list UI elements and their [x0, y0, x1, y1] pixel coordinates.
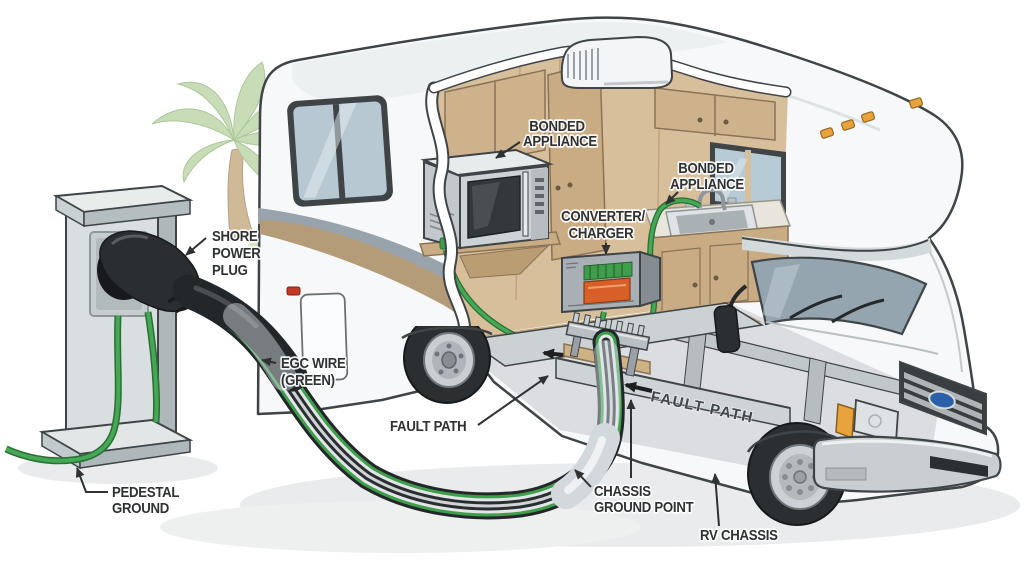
microwave — [418, 148, 562, 279]
label-chassis-ground-point: CHASSIS — [594, 482, 651, 499]
pedestal-ground-wire — [4, 311, 161, 465]
leader-bonded-microwave — [495, 141, 521, 159]
leader-bonded-sink — [665, 191, 679, 205]
label-chassis-ground-point: GROUND POINT — [594, 498, 694, 515]
label-egc-wire: (GREEN) — [281, 371, 335, 388]
label-shore-power-plug: POWER — [212, 244, 261, 261]
rear-wheel-arch — [401, 326, 493, 340]
label-bonded-appliance-sink: BONDED — [678, 159, 734, 176]
leader-fault-path — [477, 375, 549, 426]
brand-oval — [928, 390, 956, 410]
label-shore-power-plug: SHORE — [212, 227, 258, 244]
converter-display — [583, 277, 631, 305]
turn-signal — [835, 403, 855, 440]
leader-chassis-ground-1 — [574, 469, 592, 488]
cab-front — [713, 236, 1002, 493]
front-bumper — [812, 435, 1002, 493]
galley-window — [710, 142, 786, 214]
grille — [899, 360, 987, 436]
label-converter-charger: CONVERTER/ — [561, 207, 645, 224]
label-pedestal-ground: PEDESTAL — [112, 483, 180, 500]
cable-jacket — [172, 274, 308, 392]
label-bonded-appliance-microwave: BONDED — [529, 117, 585, 134]
leader-lines — [75, 141, 721, 527]
label-shore-power-plug: PLUG — [212, 261, 248, 278]
access-door — [299, 292, 349, 382]
label-fault-path: FAULT PATH — [390, 417, 467, 434]
leader-egc-wire — [261, 357, 277, 367]
wiper — [831, 298, 885, 324]
side-mirror — [713, 304, 741, 354]
clear-sheath — [223, 303, 297, 391]
cabover-marker-lights — [819, 97, 924, 139]
microwave-handle — [522, 171, 529, 237]
label-bonded-appliance-sink: APPLIANCE — [670, 175, 744, 192]
labels: BONDED APPLIANCE CONVERTER/ CHARGER BOND… — [110, 116, 779, 545]
leader-shore-plug — [185, 237, 207, 256]
label-egc-wire: EGC WIRE — [281, 354, 346, 371]
body-stripes — [258, 208, 499, 340]
label-bonded-appliance-microwave: APPLIANCE — [523, 132, 597, 149]
tail-marker-light — [286, 286, 301, 296]
wiper — [789, 294, 843, 320]
label-converter-charger: CHARGER — [569, 224, 634, 241]
roof-ac-unit — [560, 35, 674, 89]
fault-path-arrow-right — [624, 381, 653, 393]
leader-pedestal-ground — [75, 467, 108, 493]
rear-window — [287, 95, 393, 207]
label-rv-chassis: RV CHASSIS — [700, 526, 778, 543]
label-pedestal-ground: GROUND — [112, 499, 169, 516]
leader-rv-chassis — [711, 473, 721, 527]
faucet — [697, 187, 727, 211]
rear-wheel — [403, 326, 491, 404]
